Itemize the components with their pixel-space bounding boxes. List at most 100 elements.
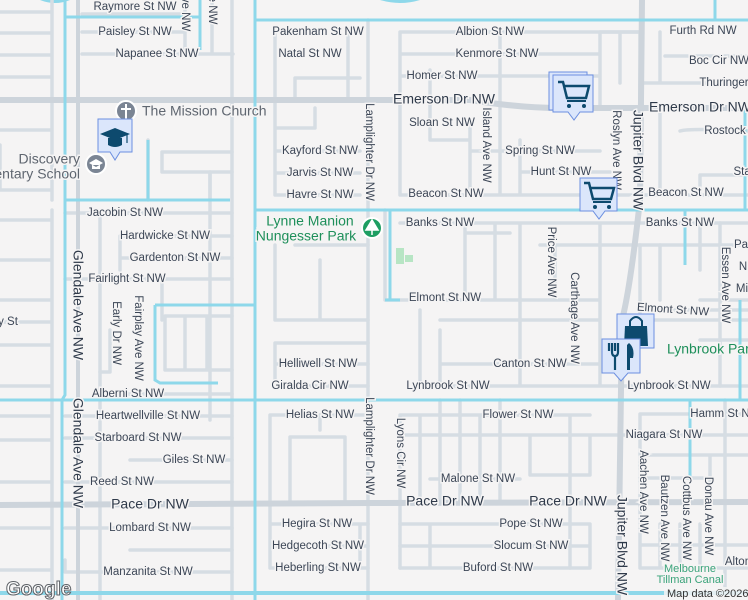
street-label: Banks St NW bbox=[646, 217, 715, 229]
street-label: e NW bbox=[206, 0, 218, 25]
school-marker[interactable] bbox=[97, 118, 133, 161]
street-label: Jacobin St NW bbox=[87, 207, 163, 219]
street-label: Pace Dr NW bbox=[529, 493, 608, 509]
street-label: Alberni St NW bbox=[92, 388, 164, 400]
street-label: Island Ave NW bbox=[480, 107, 492, 182]
street-label: Lynbrook St NW bbox=[627, 380, 710, 392]
church-label[interactable]: The Mission Church bbox=[141, 101, 269, 120]
street-label: Lyons Cir NW bbox=[394, 418, 406, 489]
fork-knife-icon bbox=[607, 343, 634, 370]
street-label: Carthage Ave NW bbox=[568, 272, 580, 364]
street-label: Natal St NW bbox=[278, 48, 341, 60]
street-label: Price Ave NW bbox=[545, 227, 557, 298]
park-label[interactable]: Lynne Manion bbox=[265, 211, 355, 230]
street-label: Kenmore St NW bbox=[455, 48, 538, 60]
street-label: ve NW bbox=[179, 0, 191, 31]
grocery-marker[interactable] bbox=[579, 177, 618, 220]
street-label: Boc Cir NW bbox=[689, 55, 748, 67]
street-label: Havre St NW bbox=[286, 189, 353, 201]
water-area bbox=[40, 0, 70, 3]
canal-label: Tillman Canal bbox=[657, 574, 724, 586]
street-label: Fairlight St NW bbox=[88, 273, 165, 285]
street-label: Emerson Dr NW bbox=[393, 91, 496, 107]
park-label[interactable]: Nungesser Park bbox=[254, 226, 358, 245]
street-label: Jarvis St NW bbox=[287, 167, 354, 179]
street-label: Pakenham St NW bbox=[272, 26, 364, 38]
street-label: Glendale Ave NW bbox=[70, 250, 86, 361]
street-label: Niagara St NW bbox=[626, 429, 703, 441]
street-label: Hardwicke St NW bbox=[120, 230, 210, 242]
street-label: Jupiter Blvd NW bbox=[630, 110, 646, 211]
school-label[interactable]: entary School bbox=[0, 164, 82, 183]
street-label: Napanee St NW bbox=[115, 48, 198, 60]
map-attribution[interactable]: Map data ©2026 bbox=[667, 588, 748, 600]
street-label: Raymore St NW bbox=[93, 1, 176, 13]
street-label: Emerson Dr NW bbox=[649, 99, 748, 115]
street-label: Pope St NW bbox=[499, 518, 562, 530]
street-label: Manzanita St NW bbox=[103, 566, 193, 578]
street-label: Alton bbox=[725, 556, 748, 568]
street-label: Heberling St NW bbox=[275, 562, 361, 574]
street-label: Gardenton St NW bbox=[130, 252, 221, 264]
street-label: Hunt St NW bbox=[531, 166, 592, 178]
street-label: Heartwellville St NW bbox=[96, 410, 200, 422]
street-label: Helliwell St NW bbox=[279, 358, 358, 370]
park-area bbox=[405, 255, 413, 262]
street-label: Flower St NW bbox=[483, 409, 554, 421]
street-label: Pace Dr NW bbox=[111, 496, 190, 512]
shopping-cart-icon bbox=[584, 181, 616, 209]
street-label: Lynbrook St NW bbox=[406, 380, 489, 392]
school-poi-icon[interactable] bbox=[85, 153, 107, 175]
street-label: Banks St NW bbox=[406, 217, 475, 229]
street-label: N bbox=[739, 261, 747, 273]
street-label: Canton St NW bbox=[493, 358, 567, 370]
street-label: Hamm St N bbox=[690, 408, 748, 420]
school-label[interactable]: Discovery bbox=[17, 149, 81, 168]
street-label: Kayford St NW bbox=[282, 145, 358, 157]
grocery-marker[interactable] bbox=[548, 71, 594, 121]
street-label: Essen Ave NW bbox=[719, 247, 731, 324]
street-label: Slocum St NW bbox=[494, 540, 569, 552]
street-label: Lamplighter Dr NW bbox=[363, 397, 375, 495]
street-label: Reed St NW bbox=[90, 476, 154, 488]
park-label[interactable]: Lynbrook Par bbox=[666, 339, 748, 358]
street-label: Sloan St NW bbox=[409, 117, 475, 129]
street-label: Helias St NW bbox=[286, 409, 355, 421]
street-label: Thuringer bbox=[699, 77, 748, 89]
graduation-cap-icon bbox=[100, 128, 130, 147]
street-label: Aachen Ave NW bbox=[637, 450, 649, 534]
street-label: Lamplighter Dr NW bbox=[363, 103, 375, 201]
restaurant-marker[interactable] bbox=[601, 338, 641, 382]
street-label: Donau Ave NW bbox=[702, 477, 714, 556]
street-label: Starboard St NW bbox=[95, 432, 182, 444]
street-label: Furth Rd NW bbox=[669, 25, 736, 37]
street-label: Elmont St NW bbox=[409, 292, 481, 304]
street-label: Hedgecoth St NW bbox=[272, 540, 364, 552]
street-label: Early Dr NW bbox=[110, 301, 122, 365]
church-icon[interactable] bbox=[115, 100, 137, 122]
street-label: Beacon St NW bbox=[408, 188, 484, 200]
street-label: Albion St NW bbox=[456, 26, 525, 38]
street-label: y St bbox=[0, 316, 19, 328]
street-label: Beacon St NW bbox=[648, 187, 724, 199]
park-tree-icon[interactable] bbox=[361, 217, 383, 239]
street-label: Pace Dr NW bbox=[406, 493, 485, 509]
shopping-cart-icon bbox=[558, 80, 591, 108]
street-label: Jupiter Blvd NW bbox=[614, 495, 630, 596]
street-label: Giralda Cir NW bbox=[271, 380, 348, 392]
street-label: Rostock bbox=[704, 125, 746, 137]
street-label: Buford St NW bbox=[463, 562, 533, 574]
street-label: Hegira St NW bbox=[282, 518, 352, 530]
google-logo: Google bbox=[6, 579, 71, 600]
street-label: Bautzen Ave NW bbox=[658, 475, 670, 562]
street-label: Paisley St NW bbox=[98, 26, 172, 38]
street-label: Roslyn Ave NW bbox=[610, 110, 622, 190]
street-label: Spring St NW bbox=[505, 145, 575, 157]
street-label: Giles St NW bbox=[163, 454, 226, 466]
street-label: Homer St NW bbox=[407, 70, 478, 82]
canal-label: Melbourne bbox=[664, 563, 716, 575]
